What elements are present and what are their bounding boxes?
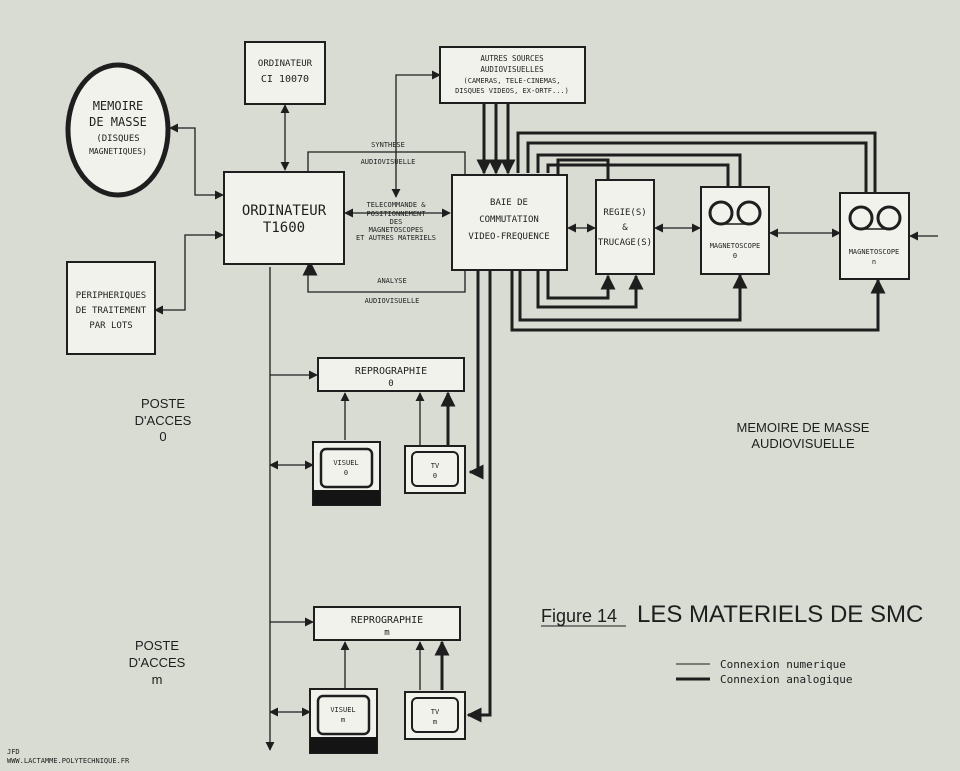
svg-text:TV: TV	[431, 462, 440, 470]
svg-text:DE TRAITEMENT: DE TRAITEMENT	[76, 306, 147, 316]
svg-text:AUDIOVISUELLES: AUDIOVISUELLES	[480, 65, 544, 74]
svg-text:0: 0	[733, 252, 737, 260]
svg-text:WWW.LACTAMME.POLYTECHNIQUE.FR: WWW.LACTAMME.POLYTECHNIQUE.FR	[7, 757, 130, 765]
svg-text:AUDIOVISUELLE: AUDIOVISUELLE	[361, 158, 416, 166]
tv-0: TV 0	[404, 445, 466, 494]
computer-t1600: ORDINATEUR T1600	[223, 171, 345, 265]
mass-memory-disks: MEMOIRE DE MASSE (DISQUES MAGNETIQUES)	[65, 62, 171, 198]
svg-text:D'ACCES: D'ACCES	[135, 413, 192, 428]
svg-text:m: m	[433, 718, 437, 726]
analog-connections	[302, 103, 886, 723]
other-av-sources: AUTRES SOURCES AUDIOVISUELLES (CAMERAS, …	[439, 46, 586, 104]
vcr-n: MAGNETOSCOPE n	[839, 192, 910, 280]
svg-text:SYNTHESE: SYNTHESE	[371, 141, 405, 149]
svg-text:ORDINATEUR: ORDINATEUR	[258, 59, 313, 69]
svg-text:D'ACCES: D'ACCES	[129, 655, 186, 670]
legend: Connexion numerique Connexion analogique	[676, 658, 852, 686]
monitor-icon	[319, 447, 374, 489]
svg-text:&: &	[622, 223, 628, 233]
svg-text:REGIE(S): REGIE(S)	[603, 208, 646, 218]
svg-text:MAGNETOSCOPE: MAGNETOSCOPE	[849, 248, 900, 256]
svg-text:VISUEL: VISUEL	[333, 459, 358, 467]
batch-peripherals: PERIPHERIQUES DE TRAITEMENT PAR LOTS	[66, 261, 156, 355]
svg-text:MAGNETOSCOPES: MAGNETOSCOPES	[369, 226, 424, 234]
svg-text:DE MASSE: DE MASSE	[89, 115, 147, 129]
svg-text:AUDIOVISUELLE: AUDIOVISUELLE	[751, 436, 855, 451]
svg-text:0: 0	[159, 429, 166, 444]
svg-text:DES: DES	[390, 218, 403, 226]
svg-text:ANALYSE: ANALYSE	[377, 277, 407, 285]
svg-text:COMMUTATION: COMMUTATION	[479, 215, 539, 225]
svg-text:T1600: T1600	[263, 220, 305, 236]
tv-icon	[411, 451, 459, 487]
svg-text:n: n	[872, 258, 876, 266]
svg-text:AUDIOVISUELLE: AUDIOVISUELLE	[365, 297, 420, 305]
svg-text:CI 10070: CI 10070	[261, 74, 309, 85]
svg-text:BAIE DE: BAIE DE	[490, 198, 528, 208]
svg-text:MEMOIRE: MEMOIRE	[93, 99, 144, 113]
svg-text:POSTE: POSTE	[141, 396, 185, 411]
reprography-0: REPROGRAPHIE 0	[317, 357, 465, 392]
figure-caption: Figure 14 LES MATERIELS DE SMC	[541, 601, 923, 628]
control-room: REGIE(S) & TRUCAGE(S)	[595, 179, 655, 275]
svg-text:MAGNETIQUES): MAGNETIQUES)	[89, 147, 147, 156]
svg-text:Figure 14: Figure 14	[541, 606, 617, 626]
svg-text:PAR LOTS: PAR LOTS	[89, 321, 132, 331]
credit: JFD WWW.LACTAMME.POLYTECHNIQUE.FR	[7, 748, 130, 765]
svg-text:LES MATERIELS DE SMC: LES MATERIELS DE SMC	[637, 601, 923, 628]
display-0: VISUEL 0	[312, 441, 381, 506]
vcr-0: MAGNETOSCOPE 0	[700, 186, 770, 275]
svg-text:Connexion numerique: Connexion numerique	[720, 658, 846, 671]
link-labels: SYNTHESE AUDIOVISUELLE TELECOMMANDE & PO…	[356, 141, 436, 305]
svg-text:POSITIONNEMENT: POSITIONNEMENT	[366, 210, 426, 218]
svg-text:ET AUTRES MATERIELS: ET AUTRES MATERIELS	[356, 234, 436, 242]
svg-text:Connexion analogique: Connexion analogique	[720, 673, 852, 686]
svg-text:(DISQUES: (DISQUES	[96, 134, 139, 144]
svg-text:POSTE: POSTE	[135, 638, 179, 653]
computer-ci10070: ORDINATEUR CI 10070	[244, 41, 326, 105]
svg-text:VIDEO-FREQUENCE: VIDEO-FREQUENCE	[468, 232, 549, 242]
tv-icon	[411, 697, 459, 733]
tv-m: TV m	[404, 691, 466, 740]
reprography-m: REPROGRAPHIE m	[313, 606, 461, 641]
svg-text:m: m	[341, 716, 345, 724]
svg-text:MEMOIRE DE MASSE: MEMOIRE DE MASSE	[737, 420, 870, 435]
svg-text:m: m	[384, 628, 389, 638]
numeric-connections	[154, 70, 938, 751]
access-station-0-label: POSTE D'ACCES 0	[135, 396, 192, 444]
switching-bay: BAIE DE COMMUTATION VIDEO-FREQUENCE	[451, 174, 568, 271]
svg-text:JFD: JFD	[7, 748, 20, 756]
svg-text:AUTRES SOURCES: AUTRES SOURCES	[480, 54, 544, 63]
svg-text:TRUCAGE(S): TRUCAGE(S)	[598, 238, 652, 248]
svg-text:DISQUES VIDEOS, EX-ORTF...): DISQUES VIDEOS, EX-ORTF...)	[455, 87, 569, 95]
av-mass-memory-label: MEMOIRE DE MASSE AUDIOVISUELLE	[737, 420, 870, 451]
svg-text:REPROGRAPHIE: REPROGRAPHIE	[351, 615, 423, 626]
svg-text:MAGNETOSCOPE: MAGNETOSCOPE	[710, 242, 761, 250]
svg-text:TELECOMMANDE &: TELECOMMANDE &	[366, 201, 426, 209]
access-station-m-label: POSTE D'ACCES m	[129, 638, 186, 687]
svg-text:m: m	[152, 672, 163, 687]
monitor-icon	[316, 694, 371, 736]
svg-text:0: 0	[388, 379, 393, 389]
svg-text:TV: TV	[431, 708, 440, 716]
svg-text:VISUEL: VISUEL	[330, 706, 355, 714]
svg-text:PERIPHERIQUES: PERIPHERIQUES	[76, 291, 146, 301]
display-m: VISUEL m	[309, 688, 378, 754]
svg-text:0: 0	[433, 472, 437, 480]
svg-text:REPROGRAPHIE: REPROGRAPHIE	[355, 366, 427, 377]
svg-text:0: 0	[344, 469, 348, 477]
svg-text:(CAMERAS, TELE-CINEMAS,: (CAMERAS, TELE-CINEMAS,	[464, 77, 561, 85]
svg-text:ORDINATEUR: ORDINATEUR	[242, 203, 327, 219]
